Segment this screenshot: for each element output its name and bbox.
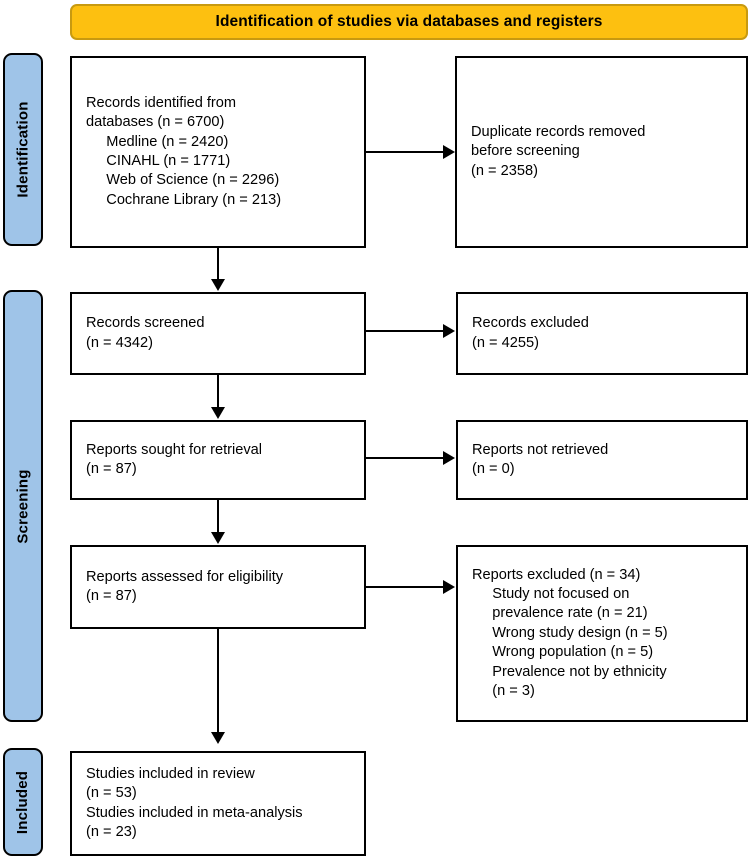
arrowhead-assessed-to-included bbox=[211, 732, 225, 744]
arrowhead-sought-to-not-retrieved bbox=[443, 451, 455, 465]
stage-label-included: Included bbox=[3, 748, 43, 856]
connector-sought-to-not-retrieved bbox=[366, 457, 444, 459]
arrowhead-identified-to-screened bbox=[211, 279, 225, 291]
box-records-screened: Records screened (n = 4342) bbox=[70, 292, 366, 375]
box-studies-included: Studies included in review (n = 53) Stud… bbox=[70, 751, 366, 856]
box-records-excluded: Records excluded (n = 4255) bbox=[456, 292, 748, 375]
box-reports-sought-for-retrieval-text: Reports sought for retrieval (n = 87) bbox=[86, 441, 263, 477]
box-reports-assessed-for-eligibility: Reports assessed for eligibility (n = 87… bbox=[70, 545, 366, 629]
box-duplicate-records-removed: Duplicate records removed before screeni… bbox=[455, 56, 748, 248]
stage-label-screening: Screening bbox=[3, 290, 43, 722]
connector-sought-to-assessed bbox=[217, 500, 219, 533]
stage-label-identification-text: Identification bbox=[14, 101, 32, 198]
box-reports-assessed-for-eligibility-text: Reports assessed for eligibility (n = 87… bbox=[86, 568, 284, 604]
box-duplicate-records-removed-text: Duplicate records removed before screeni… bbox=[471, 123, 646, 179]
banner-title: Identification of studies via databases … bbox=[215, 13, 603, 30]
box-reports-excluded: Reports excluded (n = 34) Study not focu… bbox=[456, 545, 748, 722]
box-reports-not-retrieved: Reports not retrieved (n = 0) bbox=[456, 420, 748, 500]
identification-banner: Identification of studies via databases … bbox=[70, 4, 748, 40]
box-records-screened-text: Records screened (n = 4342) bbox=[86, 315, 205, 351]
arrowhead-screened-to-sought bbox=[211, 407, 225, 419]
box-records-identified: Records identified from databases (n = 6… bbox=[70, 56, 366, 248]
connector-assessed-to-excluded bbox=[366, 586, 444, 588]
arrowhead-sought-to-assessed bbox=[211, 532, 225, 544]
arrowhead-screened-to-excluded bbox=[443, 324, 455, 338]
box-records-excluded-text: Records excluded (n = 4255) bbox=[472, 315, 589, 351]
box-studies-included-text: Studies included in review (n = 53) Stud… bbox=[86, 765, 303, 840]
box-reports-sought-for-retrieval: Reports sought for retrieval (n = 87) bbox=[70, 420, 366, 500]
box-reports-excluded-text: Reports excluded (n = 34) Study not focu… bbox=[472, 566, 668, 700]
connector-identified-to-duplicates bbox=[366, 151, 444, 153]
arrowhead-identified-to-duplicates bbox=[443, 145, 455, 159]
box-reports-not-retrieved-text: Reports not retrieved (n = 0) bbox=[472, 441, 609, 477]
stage-label-identification: Identification bbox=[3, 53, 43, 246]
box-records-identified-text: Records identified from databases (n = 6… bbox=[86, 94, 282, 208]
stage-label-screening-text: Screening bbox=[14, 468, 32, 544]
stage-label-included-text: Included bbox=[14, 770, 32, 834]
connector-identified-to-screened bbox=[217, 248, 219, 280]
connector-assessed-to-included bbox=[217, 629, 219, 733]
arrowhead-assessed-to-excluded bbox=[443, 580, 455, 594]
connector-screened-to-sought bbox=[217, 375, 219, 408]
connector-screened-to-excluded bbox=[366, 330, 444, 332]
